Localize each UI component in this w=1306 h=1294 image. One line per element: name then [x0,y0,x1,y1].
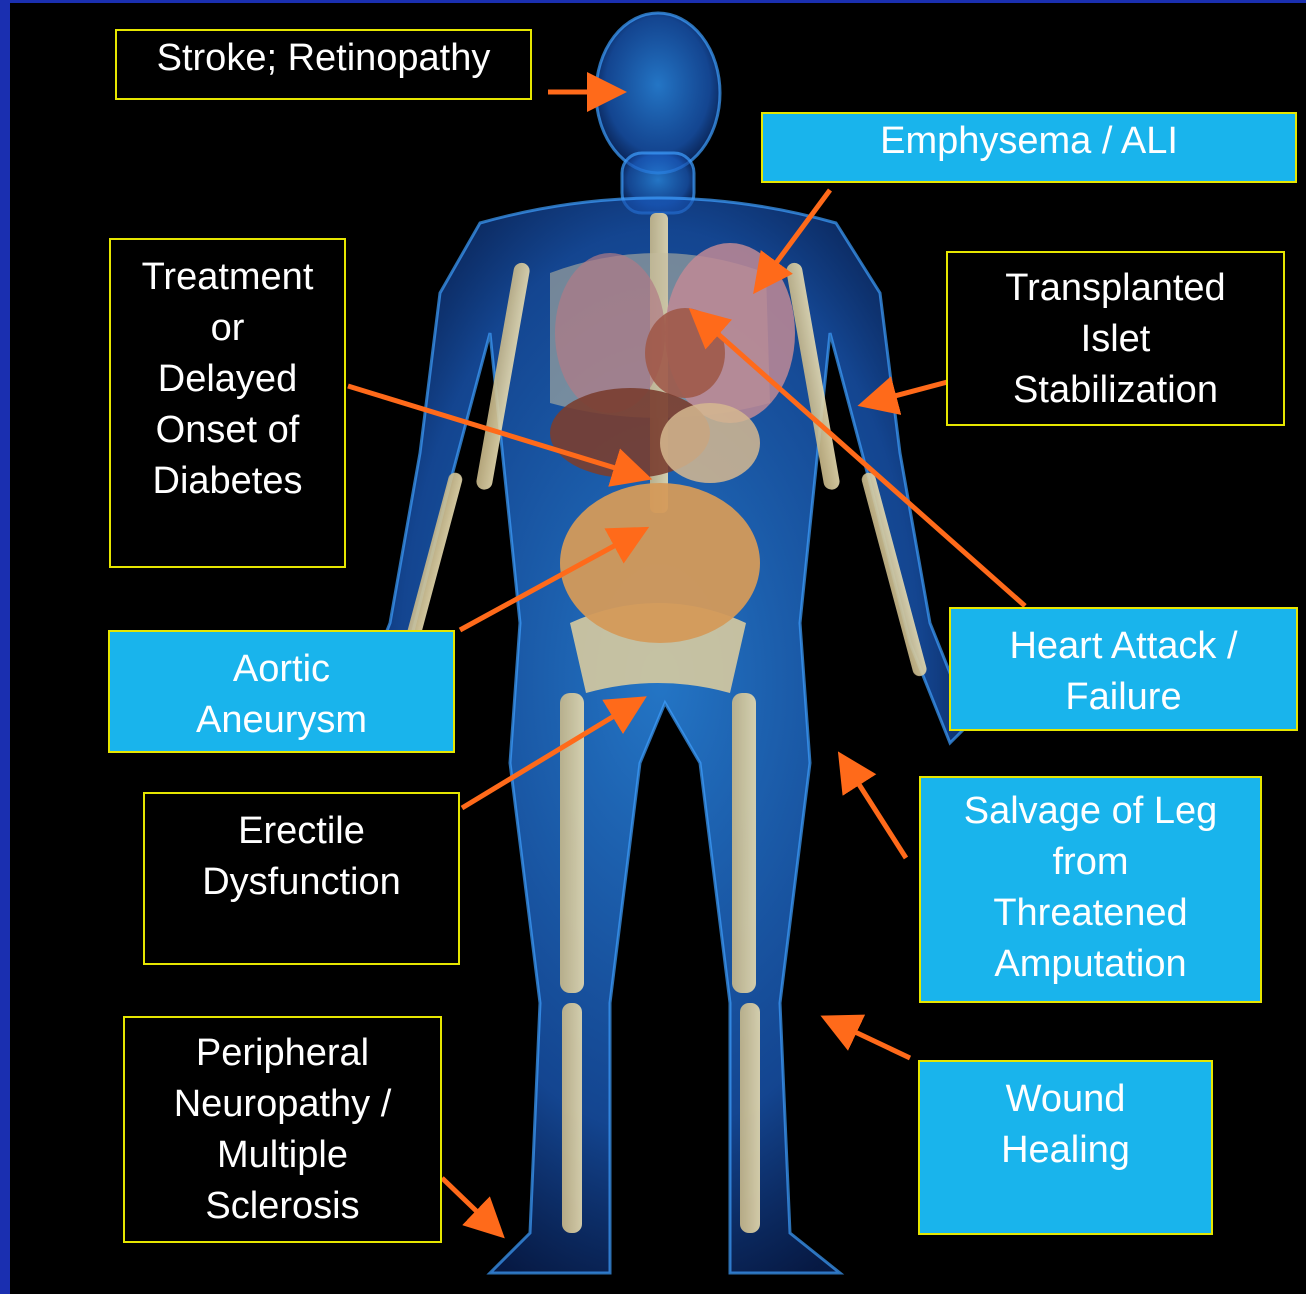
label-diabetes: Treatment or Delayed Onset of Diabetes [109,238,346,568]
label-peripheral-neuropathy: Peripheral Neuropathy / Multiple Scleros… [123,1016,442,1243]
arrow-erectile [462,704,634,808]
label-wound-healing: Wound Healing [918,1060,1213,1235]
label-transplanted-islet: Transplanted Islet Stabilization [946,251,1285,426]
arrow-aortic [460,534,636,630]
label-heart-attack-failure: Heart Attack / Failure [949,607,1298,731]
arrow-diabetes [348,386,638,475]
arrow-neuropathy [442,1178,494,1228]
label-aortic-aneurysm: Aortic Aneurysm [108,630,455,753]
label-salvage-of-leg: Salvage of Leg from Threatened Amputatio… [919,776,1262,1003]
label-stroke-retinopathy: Stroke; Retinopathy [115,29,532,100]
arrow-wound [834,1022,910,1058]
arrow-emphysema [762,190,830,282]
label-erectile-dysfunction: Erectile Dysfunction [143,792,460,965]
arrow-leg [846,764,906,858]
label-emphysema-ali: Emphysema / ALI [761,112,1297,183]
